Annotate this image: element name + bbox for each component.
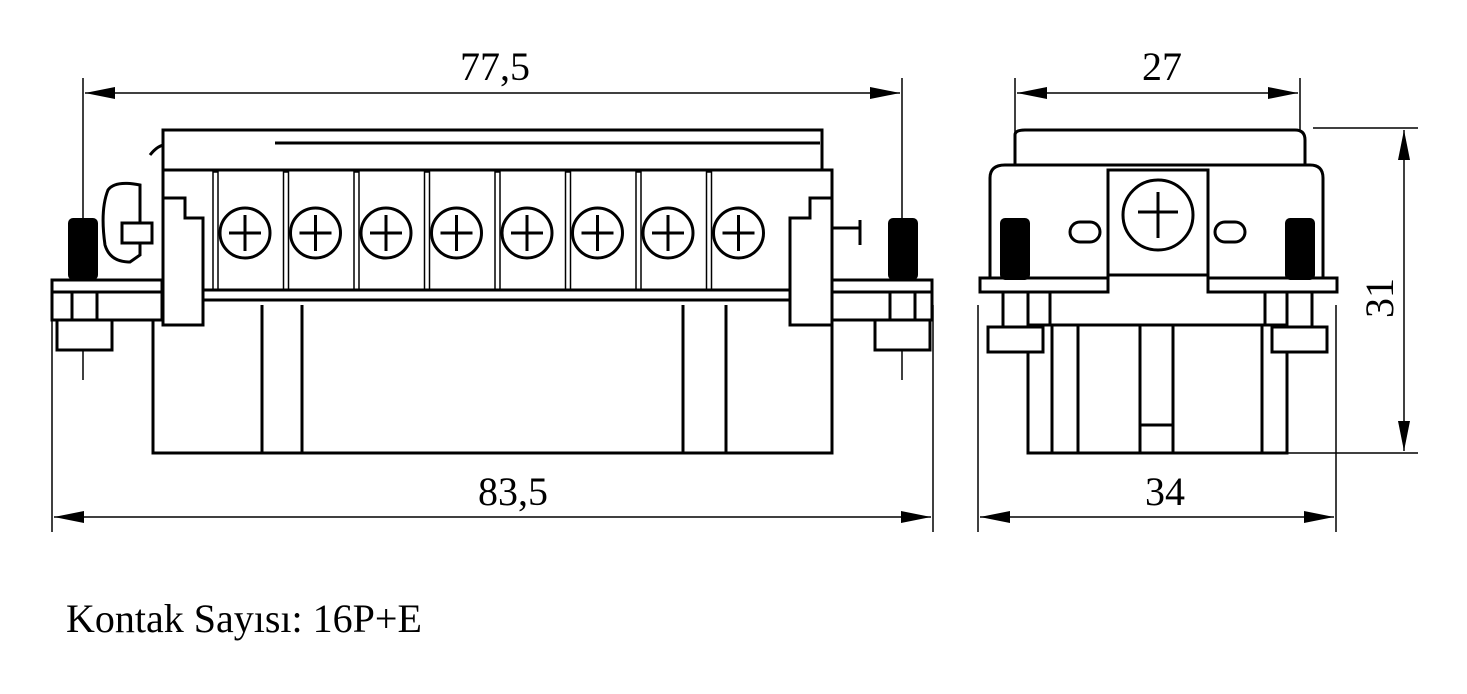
dimension-34: 34 — [1145, 469, 1185, 514]
phillips-cross-icon — [299, 215, 332, 251]
side-view — [978, 128, 1339, 455]
terminal-screw — [353, 171, 413, 291]
threaded-stud-right-side — [1285, 218, 1315, 280]
phillips-cross-icon — [581, 215, 614, 251]
terminal-screw — [423, 171, 483, 291]
contact-count-caption: Kontak Sayısı: 16P+E — [66, 596, 422, 641]
phillips-cross-icon — [652, 215, 684, 251]
phillips-cross-icon — [722, 215, 755, 251]
dimension-lines — [51, 78, 1418, 532]
terminal-screws — [212, 171, 765, 291]
dimension-27: 27 — [1142, 44, 1182, 89]
threaded-stud-left-side — [1000, 218, 1030, 280]
terminal-screw — [705, 171, 765, 291]
threaded-stud-left — [68, 218, 98, 280]
phillips-cross-icon — [370, 215, 402, 251]
dimension-83-5: 83,5 — [478, 469, 548, 514]
phillips-cross-icon — [229, 215, 261, 251]
terminal-screw — [282, 171, 342, 291]
phillips-cross-icon — [511, 215, 543, 251]
dimension-77-5: 77,5 — [460, 44, 530, 89]
front-view — [50, 128, 934, 455]
terminal-screw — [564, 171, 624, 291]
phillips-cross-icon — [440, 215, 473, 251]
terminal-screw — [212, 171, 272, 291]
threaded-stud-right — [888, 218, 918, 280]
terminal-screw — [494, 171, 554, 291]
terminal-screw — [635, 171, 695, 291]
dimension-31: 31 — [1357, 278, 1402, 318]
